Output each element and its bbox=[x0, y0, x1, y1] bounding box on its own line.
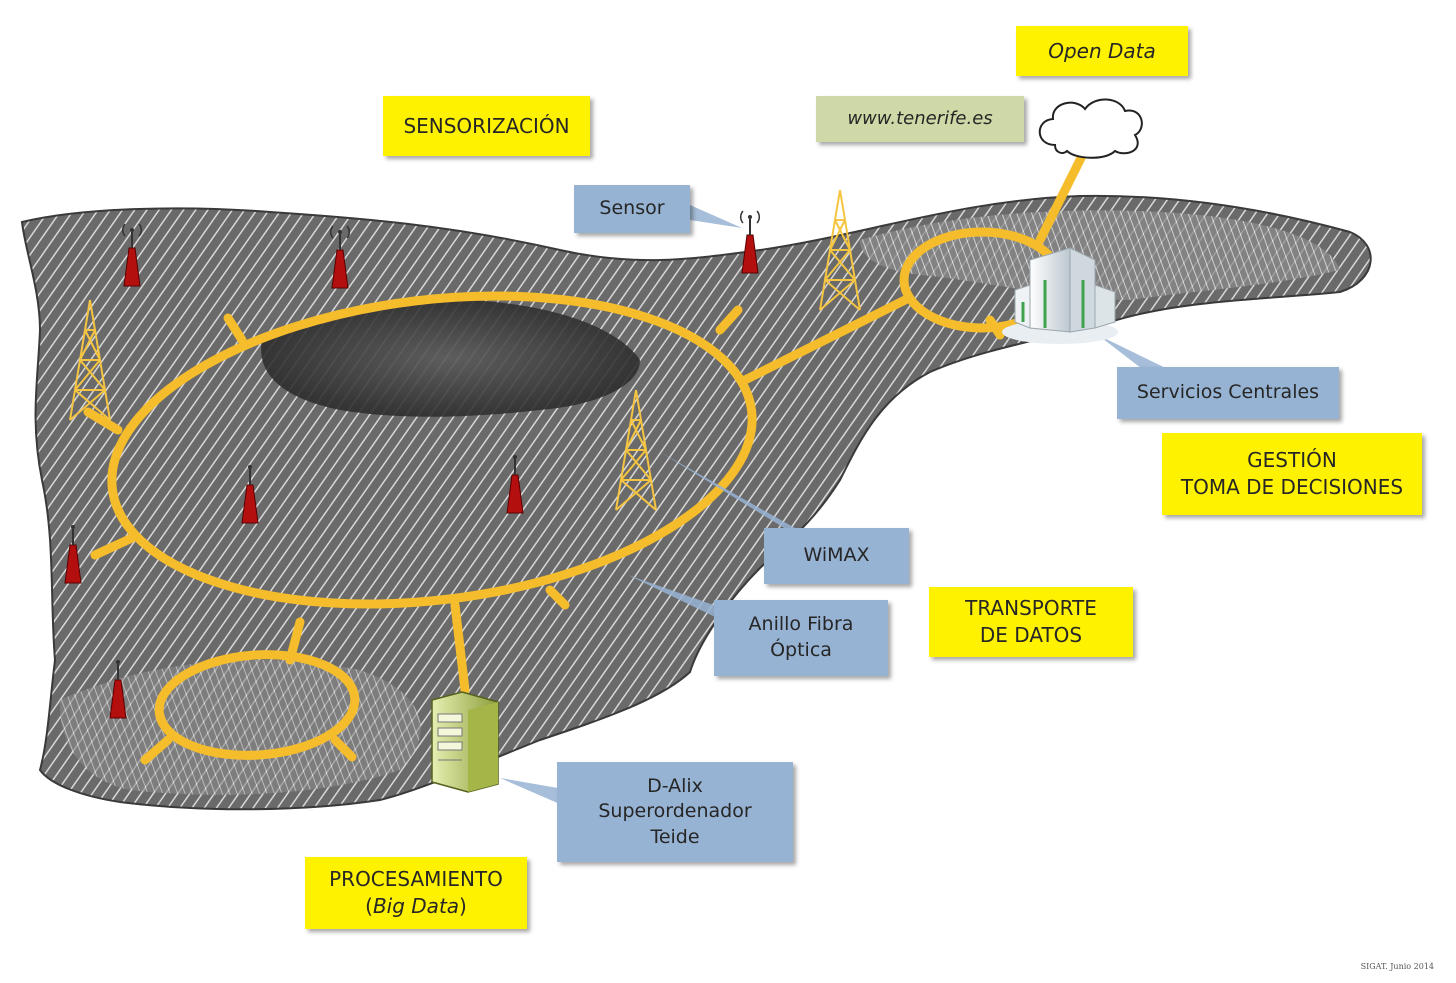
anillo-line-1: Anillo Fibra bbox=[749, 612, 854, 638]
gestion-line-2: TOMA DE DECISIONES bbox=[1181, 474, 1403, 501]
gestion-line-1: GESTIÓN bbox=[1247, 447, 1337, 474]
server-cabinet-icon bbox=[432, 692, 498, 792]
procesamiento-line-1: PROCESAMIENTO bbox=[329, 866, 503, 893]
sensorizacion-label: SENSORIZACIÓN bbox=[383, 96, 590, 156]
red-cone-antenna-icon bbox=[741, 211, 760, 273]
transporte-label: TRANSPORTE DE DATOS bbox=[929, 587, 1133, 657]
dalix-line-2: Superordenador bbox=[598, 799, 751, 825]
website-label: www.tenerife.es bbox=[816, 96, 1024, 142]
anillo-line-2: Óptica bbox=[770, 638, 832, 664]
dalix-label: D-Alix Superordenador Teide bbox=[557, 762, 793, 862]
procesamiento-line-2: (Big Data) bbox=[365, 893, 467, 920]
transporte-line-1: TRANSPORTE bbox=[965, 595, 1097, 622]
dalix-line-1: D-Alix bbox=[647, 774, 703, 800]
dalix-line-3: Teide bbox=[650, 825, 699, 851]
credit-text: SIGAT. Junio 2014 bbox=[1361, 962, 1434, 971]
transporte-line-2: DE DATOS bbox=[980, 622, 1082, 649]
pointer-sensor bbox=[690, 205, 742, 228]
open-data-label: Open Data bbox=[1016, 26, 1188, 76]
sensor-label: Sensor bbox=[574, 185, 690, 233]
procesamiento-label: PROCESAMIENTO (Big Data) bbox=[305, 857, 527, 929]
gestion-label: GESTIÓN TOMA DE DECISIONES bbox=[1162, 433, 1422, 515]
big-data-italic: Big Data bbox=[373, 894, 459, 918]
wimax-label: WiMAX bbox=[764, 528, 909, 584]
servicios-centrales-label: Servicios Centrales bbox=[1117, 367, 1339, 419]
cloud-icon bbox=[1040, 99, 1142, 157]
pointer-dalix bbox=[500, 778, 562, 805]
anillo-fibra-label: Anillo Fibra Óptica bbox=[714, 600, 888, 676]
